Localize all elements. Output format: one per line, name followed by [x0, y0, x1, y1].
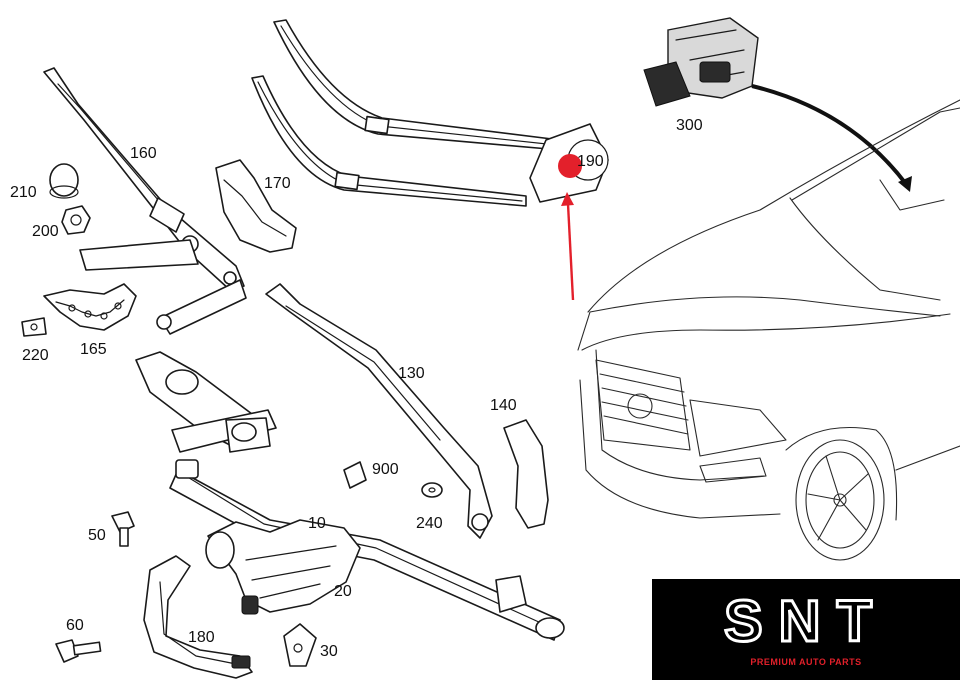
- label-160: 160: [130, 145, 157, 162]
- label-30: 30: [320, 643, 338, 660]
- label-60: 60: [66, 617, 84, 634]
- car-illustration: [577, 99, 960, 561]
- label-220: 220: [22, 347, 49, 364]
- pointer-arrow: [751, 84, 908, 186]
- clip-220: [21, 317, 47, 337]
- label-10: 10: [308, 515, 326, 532]
- label-130: 130: [398, 365, 425, 382]
- label-50: 50: [88, 527, 106, 544]
- linkage-rod-160: [79, 239, 247, 335]
- label-300: 300: [676, 117, 703, 134]
- bracket-30: [283, 623, 317, 667]
- rain-sensor-300: [643, 17, 759, 107]
- highlight-marker: [558, 154, 582, 178]
- label-240: 240: [416, 515, 443, 532]
- label-200: 200: [32, 223, 59, 240]
- brand-logo: SNT: [723, 588, 888, 656]
- label-170: 170: [264, 175, 291, 192]
- cover-140: [503, 419, 549, 529]
- bolt-50: [111, 511, 135, 547]
- label-190: 190: [577, 153, 604, 170]
- cap-210: [49, 163, 79, 199]
- nut-200: [61, 205, 91, 235]
- wiper-blade-lower: [251, 75, 527, 207]
- brand-tagline: PREMIUM AUTO PARTS: [750, 657, 862, 667]
- label-20: 20: [334, 583, 352, 600]
- label-210: 210: [10, 184, 37, 201]
- brand-logo-panel: SNT PREMIUM AUTO PARTS: [652, 579, 960, 680]
- car-grille: [595, 359, 691, 451]
- wiper-arm-130: [265, 283, 493, 539]
- seal-strip-165: [43, 283, 137, 331]
- wiper-motor-10: [205, 519, 361, 615]
- label-900: 900: [372, 461, 399, 478]
- label-180: 180: [188, 629, 215, 646]
- wiper-blade-upper: [273, 19, 561, 151]
- highlight-arrow: [561, 192, 575, 301]
- bracket-180: [143, 555, 253, 679]
- clip-900: [343, 461, 367, 489]
- bolt-60: [55, 639, 102, 663]
- cover-170: [215, 159, 297, 253]
- label-165: 165: [80, 341, 107, 358]
- label-140: 140: [490, 397, 517, 414]
- washer-240: [421, 482, 443, 498]
- brand-wordmark: SNT: [724, 589, 888, 654]
- car-wheel: [795, 439, 885, 561]
